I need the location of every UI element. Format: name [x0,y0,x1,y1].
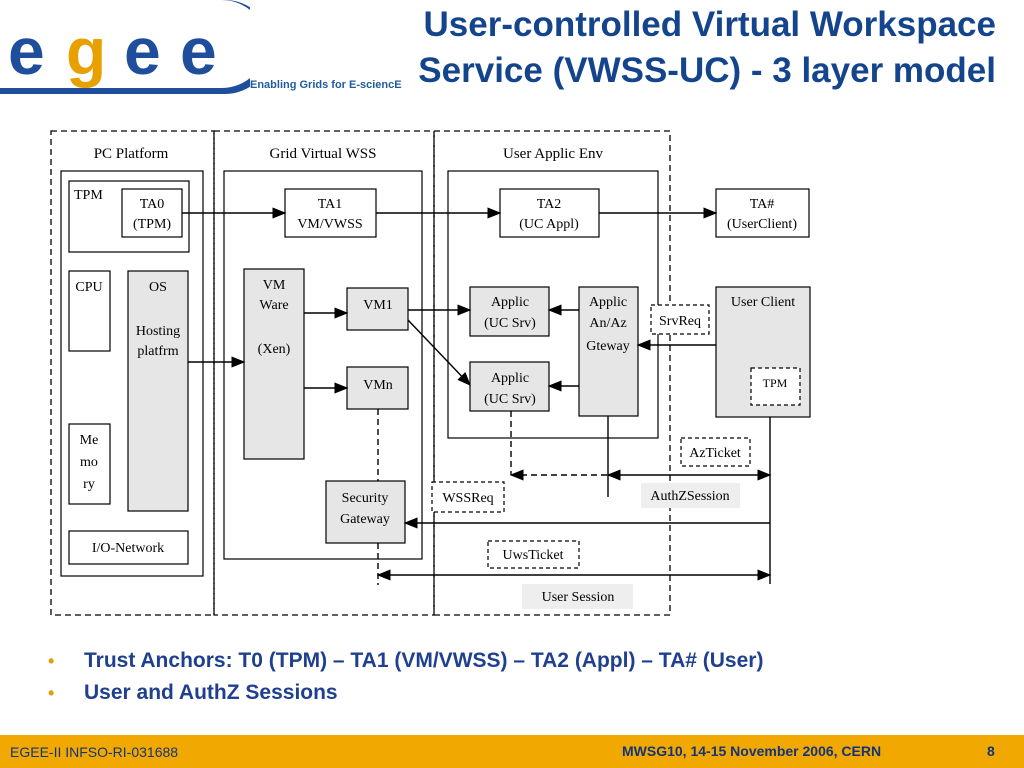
ta2-box [499,188,600,238]
ta2-line2: (UC Appl) [519,217,579,232]
arrow-vm1-applic2 [407,319,471,387]
memory-box [68,423,111,505]
applic2-box [469,361,550,412]
vmware-line1: VM [263,278,286,293]
memory-line2: mo [80,455,98,470]
applic-gateway-box [578,286,639,417]
ta1-line2: VM/VWSS [297,217,362,232]
io-network-label: I/O-Network [92,541,164,556]
security-gateway-line1: Security [342,491,389,506]
azticket-label: AzTicket [689,446,741,461]
ta1-box [284,188,377,238]
tahash-line1: TA# [750,197,775,212]
footer-bar: EGEE-II INFSO-RI-031688 MWSG10, 14-15 No… [0,735,1024,768]
bullet-item: • User and AuthZ Sessions [48,677,763,709]
pc-platform-label: PC Platform [94,146,169,162]
footer-event: MWSG10, 14-15 November 2006, CERN [622,743,882,759]
security-gateway-line2: Gateway [340,512,390,527]
wssreq-box [431,481,505,513]
applic-gateway-line2: An/Az [589,316,626,331]
bullet-text: Trust Anchors: T0 (TPM) – TA1 (VM/VWSS) … [84,649,764,672]
grid-wss-frame [213,130,435,616]
user-tpm-label: TPM [763,376,788,390]
pc-platform-box [60,170,204,577]
bullet-item: • Trust Anchors: T0 (TPM) – TA1 (VM/VWSS)… [48,645,763,677]
title-line-2: Service (VWSS-UC) - 3 layer model [418,51,996,90]
memory-line1: Me [80,433,99,448]
wss-box [223,170,423,560]
logo-letter-e3: e [180,14,217,88]
vmware-box [243,268,305,460]
bullet-dot-icon: • [48,651,55,671]
memory-line3: ry [83,477,95,492]
io-network-box [68,530,189,565]
tahash-line2: (UserClient) [727,217,797,232]
ta0-box [121,188,183,238]
uwsticket-box [487,540,580,569]
cpu-box [68,270,111,352]
applic1-line2: (UC Srv) [484,316,536,331]
vwss-diagram: PC Platform Grid Virtual WSS User Applic… [40,120,820,630]
footer-page-number: 8 [987,743,995,759]
title-line-1: User-controlled Virtual Workspace [423,5,997,44]
logo-letter-e2: e [124,14,161,88]
wssreq-label: WSSReq [442,491,493,506]
page-title: User-controlled Virtual Workspace Servic… [296,2,996,94]
footer-project-id: EGEE-II INFSO-RI-031688 [10,744,179,760]
bullet-text: User and AuthZ Sessions [84,681,338,704]
ta1-line1: TA1 [318,197,343,212]
applic1-box [469,286,550,337]
logo-letter-g: g [66,14,106,88]
bullet-list: • Trust Anchors: T0 (TPM) – TA1 (VM/VWSS)… [48,645,763,709]
cpu-label: CPU [75,280,102,295]
security-gateway-box [325,480,406,544]
authzsession-box [641,483,740,508]
egee-logo: e g e e [0,0,272,94]
vm1-box [346,287,409,331]
user-tpm-box [750,367,801,406]
os-line1: Hosting [136,324,180,339]
user-session-box [522,584,633,609]
vmn-label: VMn [363,378,393,393]
os-line2: platfrm [137,344,178,359]
applic-gateway-line1: Applic [589,295,627,310]
vmware-line3: (Xen) [258,342,291,357]
os-title: OS [149,280,167,295]
applic-gateway-line3: Gteway [586,339,630,354]
os-box [127,270,189,512]
srvreq-box [650,304,710,335]
applic2-line2: (UC Srv) [484,392,536,407]
srvreq-label: SrvReq [659,314,701,329]
tpm-label: TPM [74,188,103,203]
tahash-box [715,188,810,238]
applic1-line1: Applic [491,295,529,310]
ta2-line1: TA2 [537,197,562,212]
vm1-label: VM1 [363,298,393,313]
logo-letter-e1: e [8,14,45,88]
applic2-line1: Applic [491,371,529,386]
grid-wss-label: Grid Virtual WSS [270,146,377,162]
uwsticket-label: UwsTicket [503,548,564,563]
bullet-dot-icon: • [48,683,55,703]
user-session-label: User Session [542,590,615,605]
vmware-line2: Ware [259,298,288,313]
ta0-line2: (TPM) [133,217,171,232]
azticket-box [680,437,751,467]
authzsession-label: AuthZSession [650,489,729,504]
user-client-label: User Client [731,295,795,310]
tagline: Enabling Grids for E-sciencE [250,79,402,91]
user-env-label: User Applic Env [503,146,603,162]
ta0-line1: TA0 [140,197,165,212]
